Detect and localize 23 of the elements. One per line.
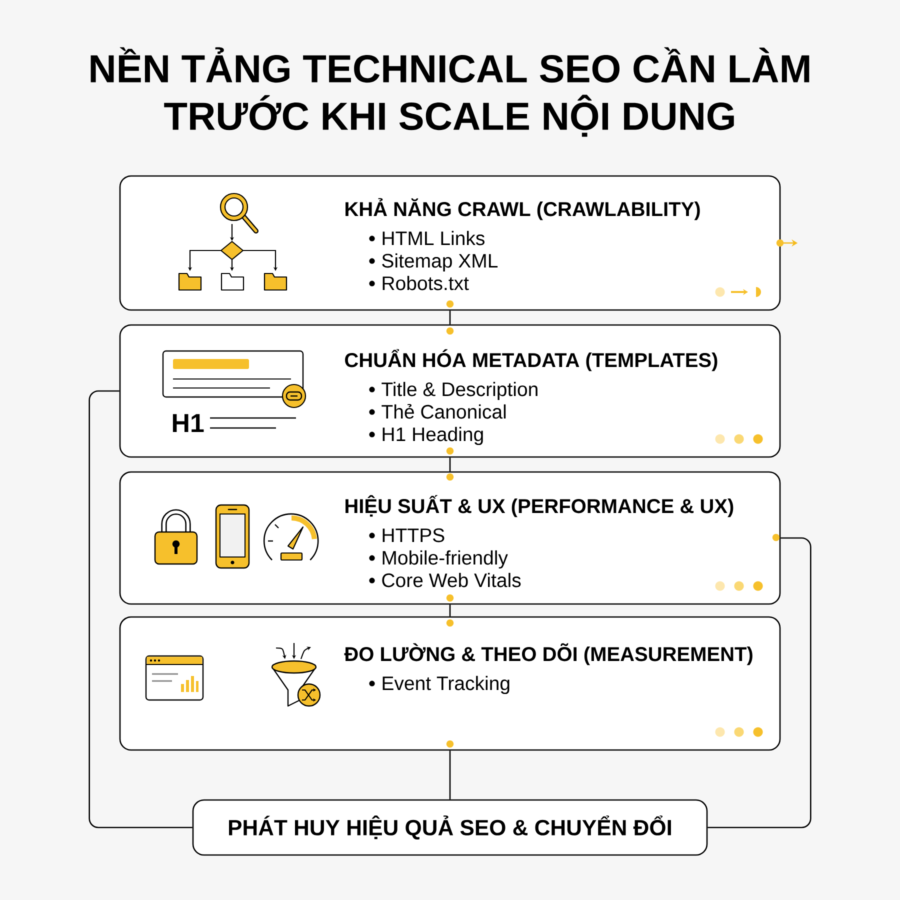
title: NỀN TẢNG TECHNICAL SEO CẦN LÀM TRƯỚC KHI SCALE NỘI DUNG <box>90 47 810 137</box>
list-item: Robots.txt <box>369 276 469 290</box>
list-item: Core Web Vitals <box>369 572 521 588</box>
list-item: HTTPS <box>369 528 444 542</box>
list-item: Mobile-friendly <box>369 550 508 569</box>
icon-label: H1 <box>172 414 204 432</box>
heading: CHUẨN HÓA METADATA (TEMPLATES) <box>345 349 718 372</box>
heading: KHẢ NĂNG CRAWL (CRAWLABILITY) <box>346 198 700 220</box>
connector <box>708 537 812 828</box>
list-item: Thẻ Canonical <box>369 404 506 419</box>
list-item: Sitemap XML <box>369 253 498 272</box>
list-item: H1 Heading <box>369 426 483 446</box>
list-item: HTML Links <box>369 230 484 246</box>
connector <box>449 458 451 472</box>
result-box: PHÁT HUY HIỆU QUẢ SEO & CHUYỂN ĐỔI <box>192 799 708 856</box>
heading: ĐO LƯỜNG & THEO DÕI (MEASUREMENT) <box>344 643 752 666</box>
connector <box>88 390 192 828</box>
heading: HIỆU SUẤT & UX (PERFORMANCE & UX) <box>346 495 734 518</box>
list-item: Event Tracking <box>369 676 510 694</box>
connector <box>449 604 451 616</box>
list-item: Title & Description <box>369 382 538 400</box>
connector <box>449 750 451 800</box>
connector <box>449 310 451 324</box>
